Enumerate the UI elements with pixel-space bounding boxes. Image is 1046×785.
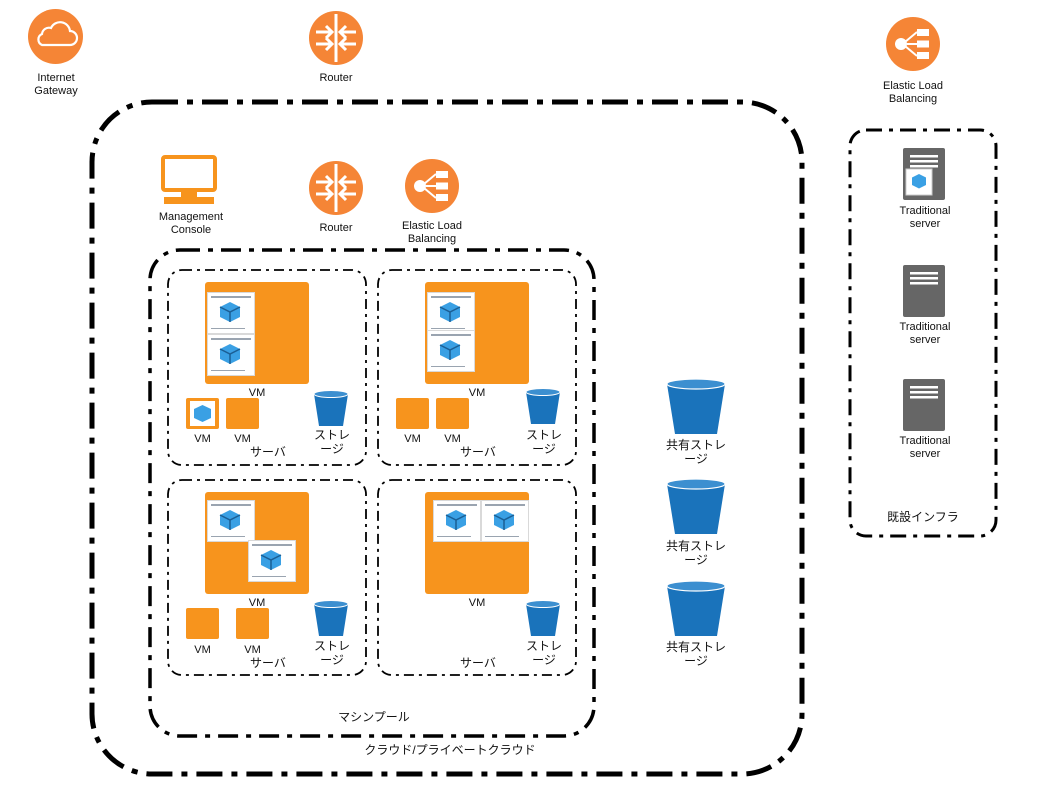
instance-cube-icon <box>445 510 467 530</box>
shared-storage-label: 共有ストレ ージ <box>665 640 726 668</box>
storage-bucket-icon <box>524 600 562 638</box>
vm-instance-card <box>481 500 529 542</box>
vm-small-block <box>396 398 429 429</box>
machine-pool-label: マシンプール <box>338 710 410 724</box>
cloud-label: クラウド/プライベートクラウド <box>364 743 536 757</box>
server-label: サーバ <box>460 656 496 670</box>
instance-cube-icon <box>219 302 241 322</box>
vm-instance-card <box>427 292 475 334</box>
vm-instance-card <box>207 292 255 334</box>
vm-label: VM <box>468 387 486 399</box>
vm-label: VM <box>444 433 461 445</box>
router-label: Router <box>319 72 353 84</box>
vm-small-block <box>186 608 219 639</box>
storage-label: ストレ ージ <box>313 428 350 456</box>
vm-host-block <box>205 282 309 384</box>
storage-label: ストレ ージ <box>525 639 562 667</box>
legacy-infra-label: 既設インフラ <box>887 510 959 524</box>
management-console-icon <box>160 155 218 207</box>
instance-cube-icon <box>260 550 282 570</box>
instance-cube-icon <box>219 344 241 364</box>
vm-label: VM <box>194 644 211 656</box>
vm-host-block <box>205 492 309 594</box>
router-icon <box>308 10 364 66</box>
shared-storage-icon <box>665 478 727 536</box>
shared-storage-label: 共有ストレ ージ <box>665 438 726 466</box>
vm-host-block <box>425 282 529 384</box>
server-boundary-1 <box>167 269 367 466</box>
shared-storage-icon <box>665 378 727 436</box>
traditional-server-label: Traditional server <box>899 205 951 230</box>
traditional-server-icon <box>903 379 945 431</box>
traditional-server-icon <box>903 148 945 200</box>
instance-cube-icon <box>219 510 241 530</box>
vm-label: VM <box>404 433 421 445</box>
vm-host-block <box>425 492 529 594</box>
vm-label: VM <box>234 433 251 445</box>
traditional-server-label: Traditional server <box>899 321 951 346</box>
vm-small-block <box>226 398 259 429</box>
storage-bucket-icon <box>524 388 562 426</box>
shared-storage-icon <box>665 580 727 638</box>
internet-gateway-label: Internet Gateway <box>34 72 78 97</box>
internet-gateway-icon <box>27 8 84 65</box>
storage-label: ストレ ージ <box>525 428 562 456</box>
vm-label: VM <box>194 433 211 445</box>
vm-small-block <box>236 608 269 639</box>
vm-instance-card <box>207 334 255 376</box>
machine-pool-boundary <box>148 248 596 738</box>
management-console-label: Management Console <box>158 211 224 236</box>
router-icon <box>308 160 364 216</box>
elastic-load-balancing-label: Elastic Load Balancing <box>402 220 462 245</box>
elastic-load-balancing-icon <box>885 16 941 72</box>
router-label: Router <box>319 222 353 234</box>
vm-instance-card <box>427 330 475 372</box>
traditional-server-icon <box>903 265 945 317</box>
shared-storage-label: 共有ストレ ージ <box>665 539 726 567</box>
vm-label: VM <box>248 387 266 399</box>
server-boundary-2 <box>377 269 577 466</box>
vm-label: VM <box>244 644 261 656</box>
vm-small-block <box>186 398 219 429</box>
storage-label: ストレ ージ <box>313 639 350 667</box>
traditional-server-label: Traditional server <box>899 435 951 460</box>
server-label: サーバ <box>250 445 286 459</box>
instance-cube-icon <box>190 401 215 426</box>
storage-bucket-icon <box>312 390 350 428</box>
storage-bucket-icon <box>312 600 350 638</box>
vm-instance-card <box>207 500 255 542</box>
server-label: サーバ <box>250 656 286 670</box>
legacy-boundary <box>848 128 998 538</box>
server-boundary-3 <box>167 479 367 676</box>
cloud-boundary <box>89 99 805 777</box>
vm-small-block <box>436 398 469 429</box>
vm-instance-card <box>433 500 481 542</box>
vm-label: VM <box>248 597 266 609</box>
vm-instance-card <box>248 540 296 582</box>
server-label: サーバ <box>460 445 496 459</box>
instance-cube-icon <box>439 302 461 322</box>
vm-label: VM <box>468 597 486 609</box>
instance-cube-icon <box>493 510 515 530</box>
instance-cube-icon <box>439 340 461 360</box>
server-boundary-4 <box>377 479 577 676</box>
elastic-load-balancing-label: Elastic Load Balancing <box>883 80 943 105</box>
elastic-load-balancing-icon <box>404 158 460 214</box>
